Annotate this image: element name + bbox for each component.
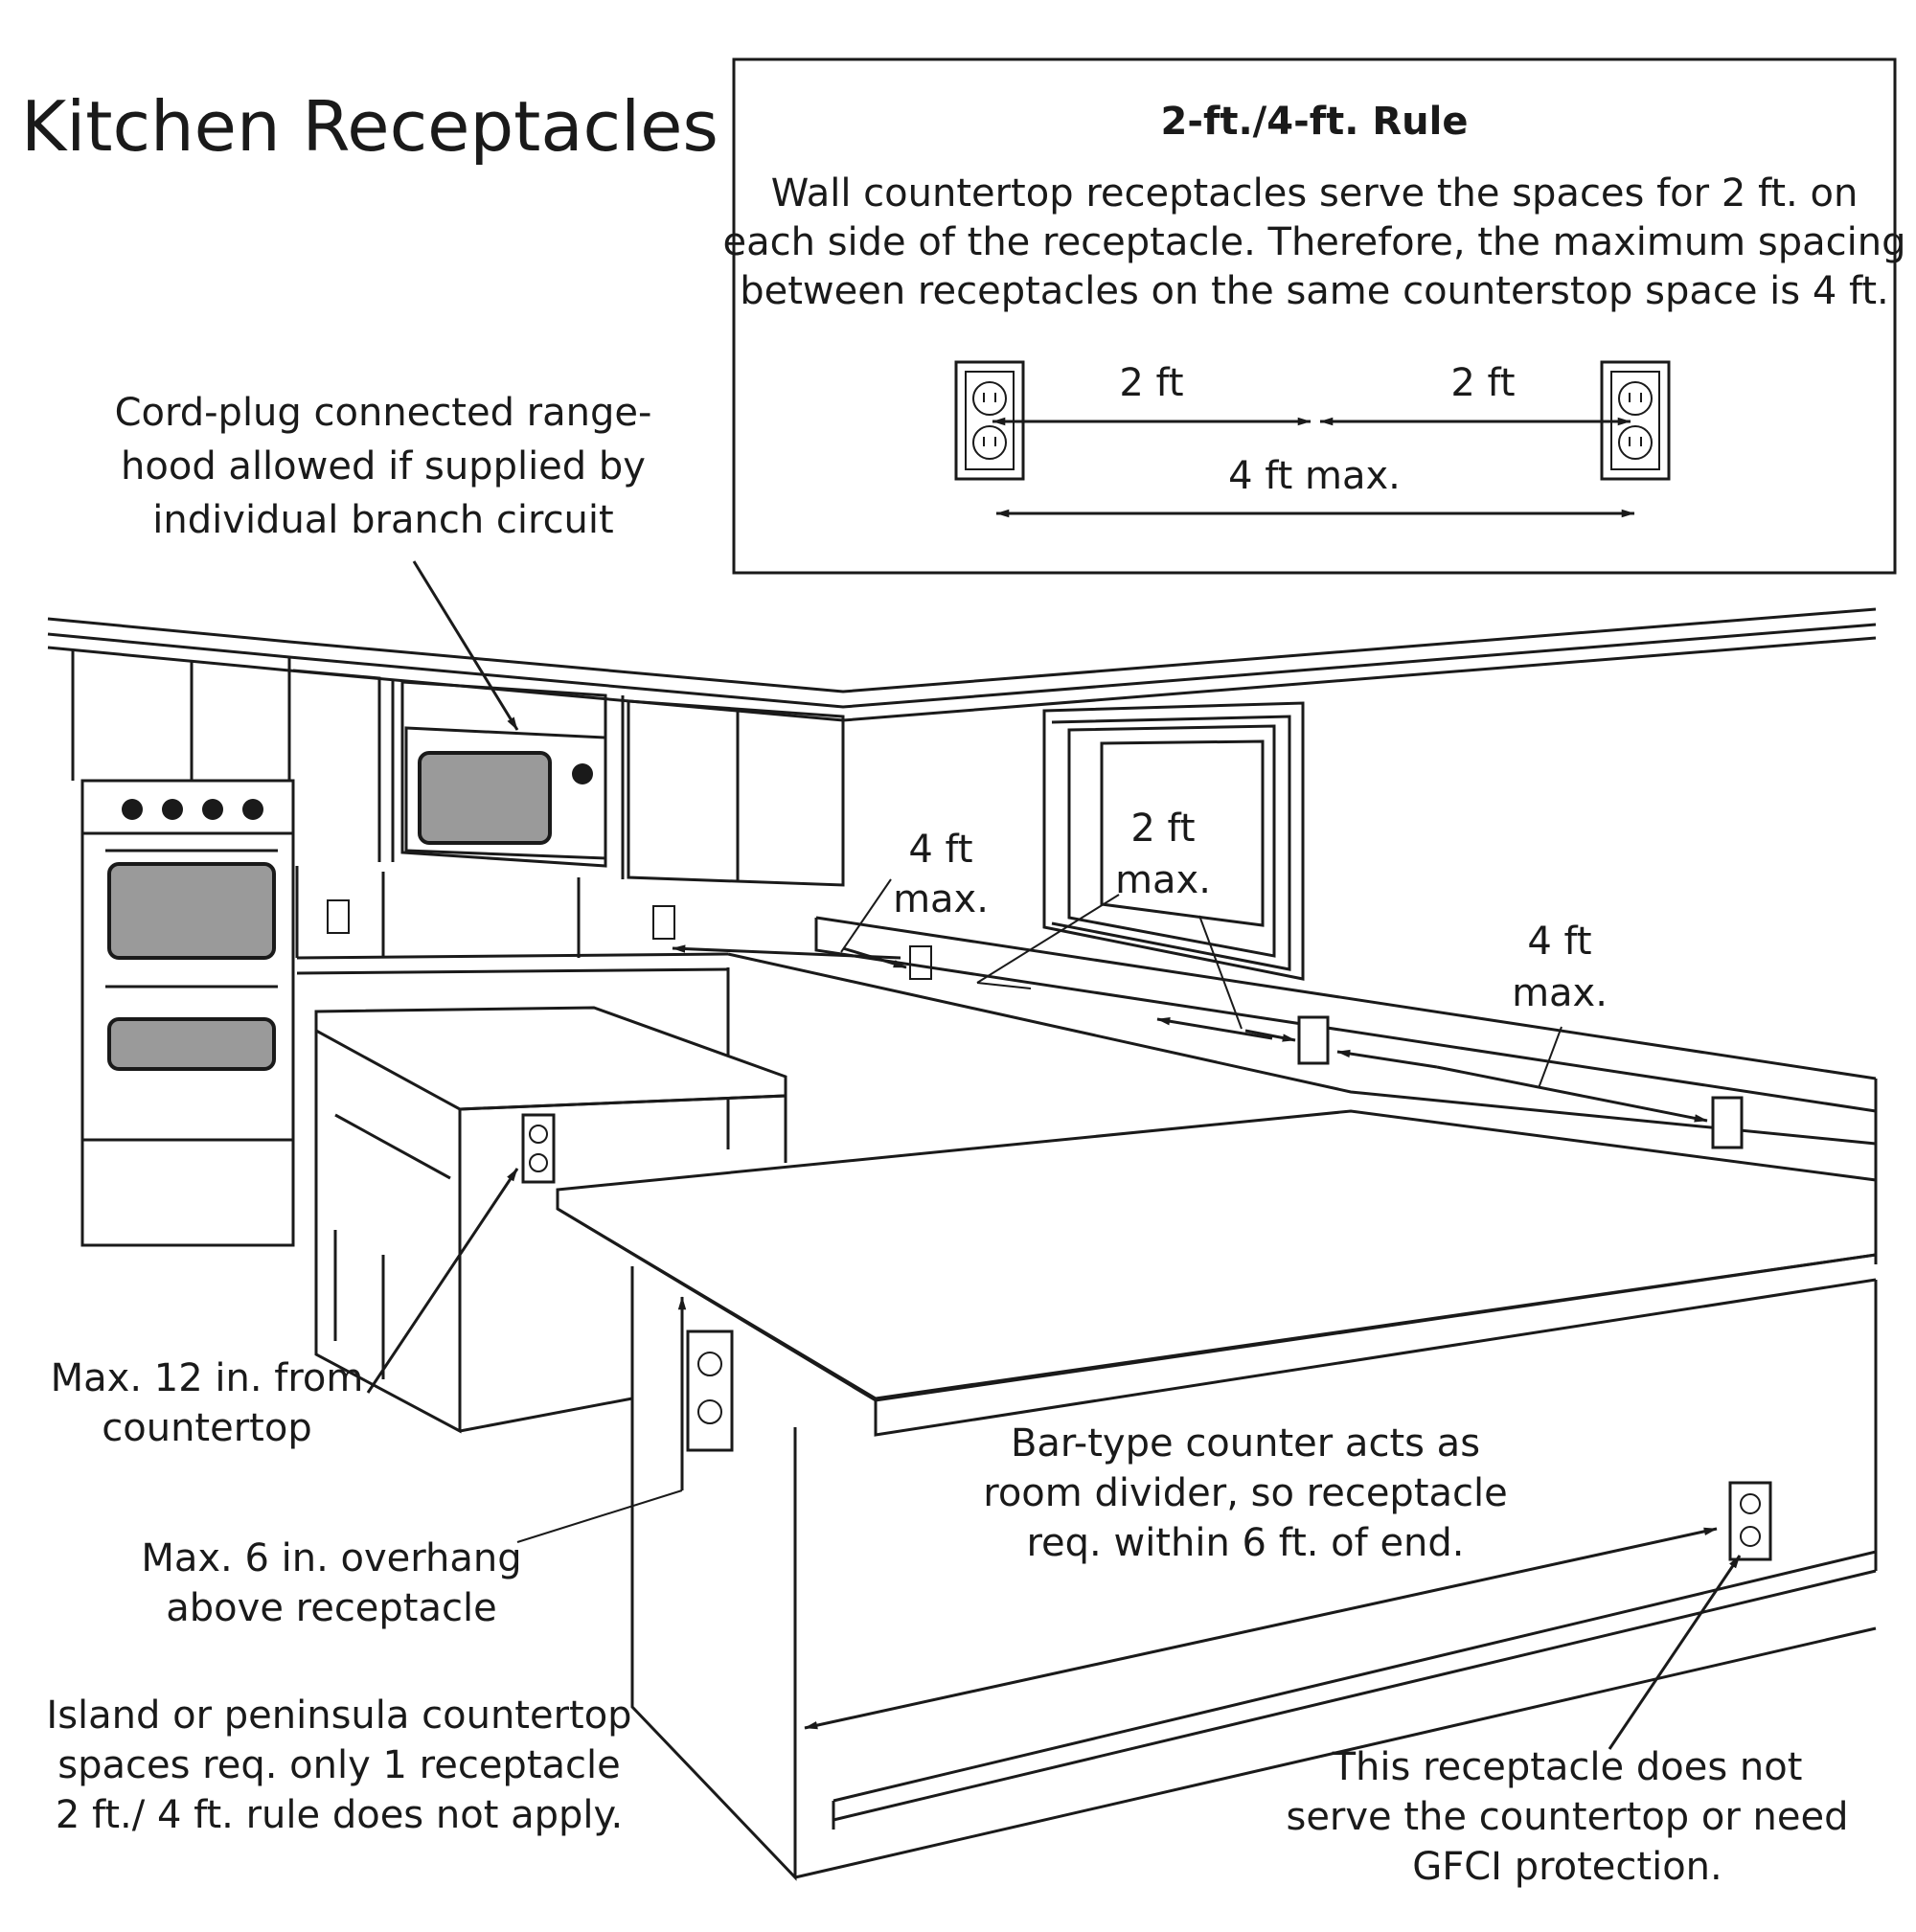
callout-max-12-2: countertop	[102, 1406, 311, 1450]
callout-range-hood-1: Cord-plug connected range-	[115, 391, 652, 435]
rule-box-line-1: Wall countertop receptacles serve the sp…	[771, 171, 1859, 216]
callout-bar-type-3: req. within 6 ft. of end.	[1026, 1521, 1464, 1565]
callout-max-6-1: Max. 6 in. overhang	[141, 1536, 521, 1580]
callout-bar-type-2: room divider, so receptacle	[983, 1471, 1507, 1515]
page-title: Kitchen Receptacles	[21, 86, 718, 167]
callout-bar-type-1: Bar-type counter acts as	[1011, 1421, 1480, 1466]
callout-2ft-window-2: max.	[1115, 858, 1211, 902]
callout-2ft-window-1: 2 ft	[1130, 807, 1195, 851]
rule-box-border	[732, 57, 1897, 575]
not-serve-leader	[1608, 1555, 1742, 1750]
callout-island-2: spaces req. only 1 receptacle	[57, 1743, 620, 1787]
max-6-leader	[516, 1489, 683, 1543]
callout-max-6-2: above receptacle	[166, 1586, 496, 1630]
rule-receptacle-right	[1600, 360, 1671, 481]
window	[1042, 701, 1305, 981]
max-12-leader	[366, 1168, 519, 1394]
kitchen-drawing	[47, 607, 1878, 1881]
receptacle-window	[1297, 1015, 1330, 1065]
4ft-right-leader	[1538, 1026, 1562, 1089]
callout-range-hood-2: hood allowed if supplied by	[121, 444, 646, 489]
2ft-window-arrow-r	[1244, 1029, 1296, 1042]
rule-box-line-3: between receptacles on the same counters…	[740, 269, 1889, 313]
callout-4ft-right-2: max.	[1512, 971, 1608, 1015]
callout-4ft-left-1: 4 ft	[908, 828, 972, 872]
4ft-right-arrow-r	[1436, 1065, 1708, 1123]
rule-box-line-2: each side of the receptacle. Therefore, …	[723, 220, 1906, 264]
4ft-left-arrow-b	[842, 946, 907, 969]
callout-not-serve-2: serve the countertop or need	[1286, 1795, 1848, 1839]
callout-island-3: 2 ft./ 4 ft. rule does not apply.	[56, 1793, 623, 1837]
callout-island-1: Island or peninsula countertop	[46, 1693, 631, 1738]
4ft-left-arrow	[672, 944, 901, 960]
4ft-right-arrow-l	[1336, 1049, 1438, 1069]
4ft-left-leader	[840, 878, 892, 953]
receptacle-right-wall	[1711, 1096, 1744, 1149]
callout-not-serve-1: This receptacle does not	[1332, 1745, 1803, 1789]
receptacle-peninsula-side	[686, 1330, 734, 1452]
rule-right-label: 2 ft	[1450, 361, 1515, 405]
microwave	[400, 680, 607, 868]
wall-oven	[80, 779, 295, 1247]
bar-type-arrow	[804, 1527, 1718, 1730]
callout-4ft-right-1: 4 ft	[1527, 920, 1591, 964]
rule-box-heading: 2-ft./4-ft. Rule	[1161, 100, 1469, 144]
2ft-window-leader-a	[976, 894, 1120, 984]
range-hood-leader	[412, 560, 519, 731]
2ft-window-leader-a2	[976, 982, 1032, 989]
rule-box: 2-ft./4-ft. Rule Wall countertop recepta…	[723, 57, 1906, 575]
island	[314, 1006, 787, 1434]
callout-4ft-left-2: max.	[893, 877, 989, 921]
callout-max-12-1: Max. 12 in. from	[51, 1356, 364, 1400]
2ft-window-leader-b	[1198, 915, 1243, 1030]
callout-range-hood-3: individual branch circuit	[152, 498, 613, 542]
rule-left-label: 2 ft	[1119, 361, 1183, 405]
callout-not-serve-3: GFCI protection.	[1412, 1845, 1722, 1889]
2ft-window-arrow-l	[1156, 1017, 1273, 1040]
rule-total-label: 4 ft max.	[1228, 454, 1401, 498]
receptacle-corner	[909, 945, 932, 980]
